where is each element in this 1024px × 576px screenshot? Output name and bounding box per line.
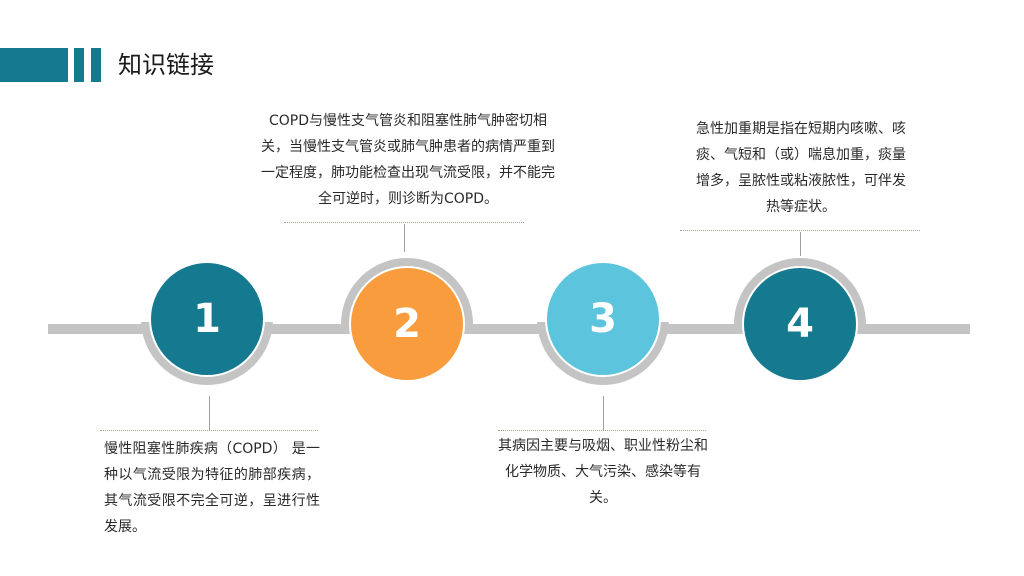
step-3-circle: 3 (545, 261, 661, 377)
step-1-description: 慢性阻塞性肺疾病（COPD） 是一种以气流受限为特征的肺部疾病，其气流受限不完全… (104, 441, 320, 535)
step-4-connector (800, 232, 801, 256)
step-2-connector (404, 224, 405, 252)
step-3-connector (603, 396, 604, 430)
step-4-circle: 4 (742, 266, 858, 382)
step-2-description: COPD与慢性支气管炎和阻塞性肺气肿密切相关，当慢性支气管炎或肺气肿患者的病情严… (261, 113, 555, 207)
step-2-circle: 2 (349, 266, 465, 382)
step-2-divider (284, 222, 524, 223)
step-4-description: 急性加重期是指在短期内咳嗽、咳痰、气短和（或）喘息加重，痰量增多，呈脓性或粘液脓… (696, 121, 906, 215)
step-4-divider (680, 230, 920, 231)
page-title: 知识链接 (118, 51, 214, 79)
title-accent-stripe (91, 48, 101, 82)
step-3-divider (498, 430, 706, 431)
title-accent-stripe (74, 48, 84, 82)
step-1-connector (209, 396, 210, 430)
title-accent-bar (0, 48, 68, 82)
timeline-track (48, 324, 970, 334)
step-1-number: 1 (193, 296, 221, 342)
step-3-number: 3 (589, 296, 617, 342)
step-1-circle: 1 (149, 261, 265, 377)
step-3-description: 其病因主要与吸烟、职业性粉尘和化学物质、大气污染、感染等有关。 (498, 438, 708, 506)
step-4-number: 4 (786, 301, 814, 347)
step-1-divider (100, 430, 318, 431)
step-2-number: 2 (393, 301, 421, 347)
